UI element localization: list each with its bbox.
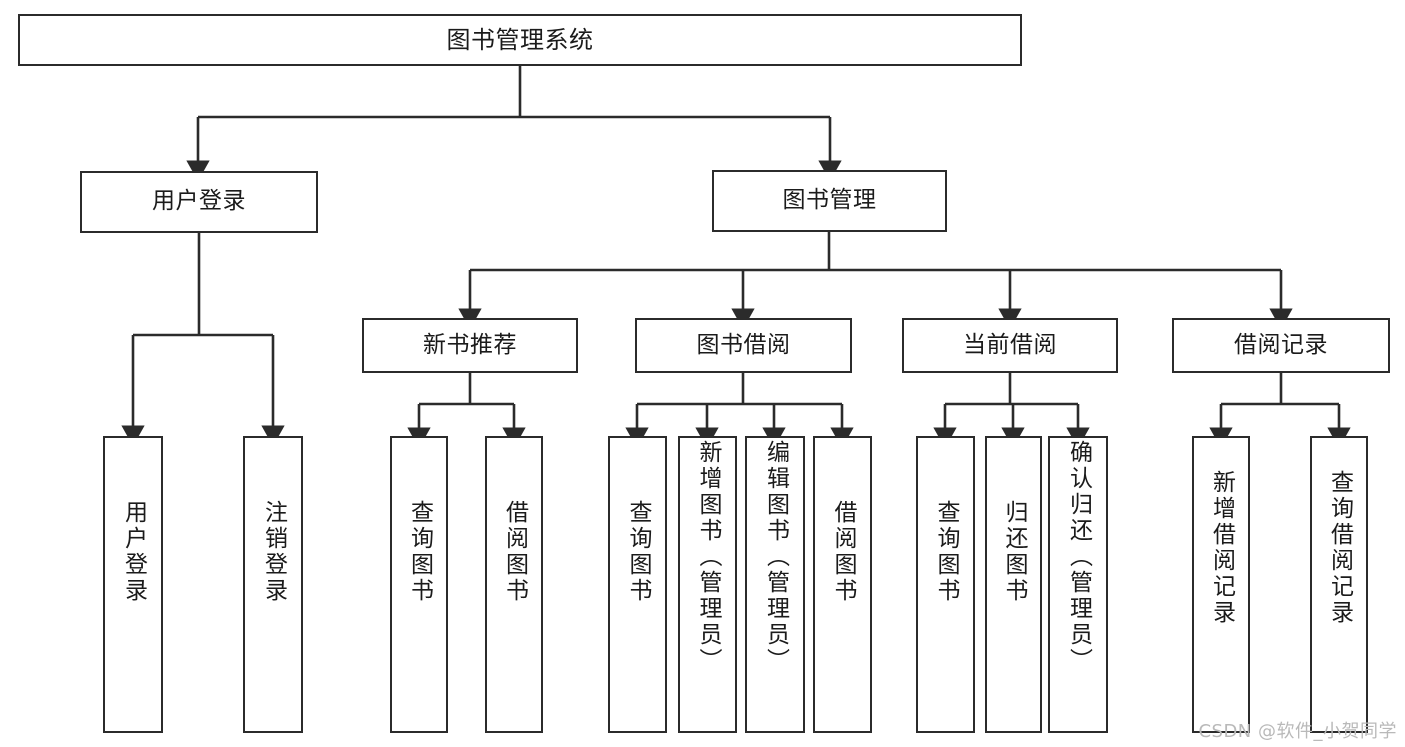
node-user-login[interactable]: 用户登录 [80, 171, 318, 233]
node-label: 归还图书 [1001, 500, 1027, 604]
node-leaf-logout[interactable]: 注销登录 [243, 436, 303, 733]
node-leaf-user-login[interactable]: 用户登录 [103, 436, 163, 733]
node-current-borrow[interactable]: 当前借阅 [902, 318, 1118, 373]
node-label: 新增借阅记录 [1208, 470, 1235, 626]
node-leaf-query-book-borrow[interactable]: 查询图书 [608, 436, 667, 733]
node-borrow-record[interactable]: 借阅记录 [1172, 318, 1390, 373]
node-book-management[interactable]: 图书管理 [712, 170, 947, 232]
node-label: 图书管理 [782, 187, 877, 214]
node-label: 新书推荐 [423, 331, 517, 358]
node-label: 查询借阅记录 [1326, 470, 1353, 626]
node-label: 新增图书（管理员） [695, 440, 721, 674]
node-label: 用户登录 [152, 188, 246, 215]
node-label: 用户登录 [120, 500, 147, 604]
node-label: 编辑图书（管理员） [762, 440, 789, 674]
node-label: 图书管理系统 [446, 25, 594, 54]
node-label: 借阅图书 [501, 500, 528, 604]
node-book-borrow[interactable]: 图书借阅 [635, 318, 852, 373]
node-leaf-confirm-return-admin[interactable]: 确认归还（管理员） [1048, 436, 1108, 733]
node-leaf-borrow-book[interactable]: 借阅图书 [813, 436, 872, 733]
node-leaf-add-book-admin[interactable]: 新增图书（管理员） [678, 436, 737, 733]
node-label: 当前借阅 [963, 331, 1057, 358]
node-label: 借阅记录 [1234, 331, 1328, 358]
watermark-csdn: CSDN @软件_小贺同学 [1198, 721, 1397, 742]
node-new-book-recommend[interactable]: 新书推荐 [362, 318, 578, 373]
node-label: 注销登录 [260, 500, 287, 604]
node-leaf-query-borrow-record[interactable]: 查询借阅记录 [1310, 436, 1368, 733]
node-label: 图书借阅 [696, 331, 791, 358]
node-leaf-add-borrow-record[interactable]: 新增借阅记录 [1192, 436, 1250, 733]
node-label: 查询图书 [406, 500, 433, 604]
node-leaf-borrow-book-recommend[interactable]: 借阅图书 [485, 436, 543, 733]
node-leaf-edit-book-admin[interactable]: 编辑图书（管理员） [745, 436, 805, 733]
node-leaf-return-book[interactable]: 归还图书 [985, 436, 1042, 733]
node-label: 借阅图书 [830, 500, 856, 604]
node-label: 确认归还（管理员） [1065, 440, 1092, 674]
node-root-book-management-system[interactable]: 图书管理系统 [18, 14, 1022, 66]
node-label: 查询图书 [625, 500, 651, 604]
node-leaf-query-book-recommend[interactable]: 查询图书 [390, 436, 448, 733]
node-label: 查询图书 [933, 500, 959, 604]
node-leaf-query-book-current[interactable]: 查询图书 [916, 436, 975, 733]
